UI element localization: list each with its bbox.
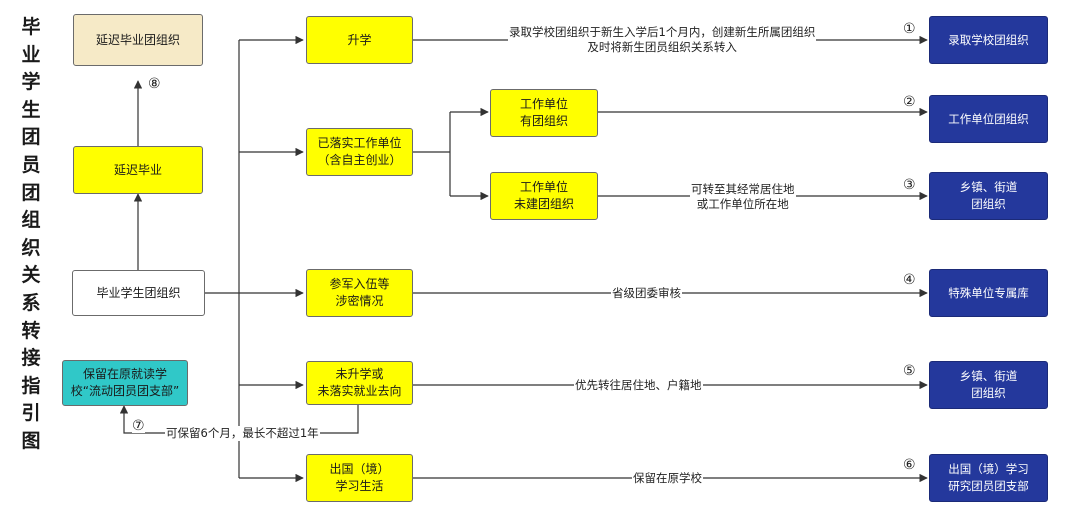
military-box[interactable]: 参军入伍等 涉密情况 [306, 269, 413, 317]
step-number-6: ⑥ [903, 457, 916, 473]
delayed-graduation-org-box[interactable]: 延迟毕业团组织 [73, 14, 203, 66]
step-number-8: ⑧ [148, 76, 161, 92]
no-destination-note: 优先转往居住地、户籍地 [574, 378, 703, 393]
no-destination-box[interactable]: 未升学或 未落实就业去向 [306, 361, 413, 405]
no-org-note: 可转至其经常居住地 或工作单位所在地 [690, 182, 796, 212]
abroad-branch-box[interactable]: 出国（境）学习 研究团员团支部 [929, 454, 1048, 502]
step-number-3: ③ [903, 177, 916, 193]
township-org-box-2[interactable]: 乡镇、街道 团组织 [929, 361, 1048, 409]
employer-org-box[interactable]: 工作单位团组织 [929, 95, 1048, 143]
further-study-box[interactable]: 升学 [306, 16, 413, 64]
further-study-note: 录取学校团组织于新生入学后1个月内，创建新生所属团组织 及时将新生团员组织关系转… [508, 25, 817, 55]
graduate-student-org-box[interactable]: 毕业学生团组织 [72, 270, 205, 316]
retained-mobile-branch-box[interactable]: 保留在原就读学 校“流动团员团支部” [62, 360, 188, 406]
employed-box[interactable]: 已落实工作单位 （含自主创业） [306, 128, 413, 176]
retain-note: 可保留6个月，最长不超过1年 [165, 426, 320, 441]
employer-has-org-box[interactable]: 工作单位 有团组织 [490, 89, 598, 137]
step-number-1: ① [903, 21, 916, 37]
admitting-school-org-box[interactable]: 录取学校团组织 [929, 16, 1048, 64]
page-title: 毕业学生团员团组织关系转接指引图 [21, 16, 41, 452]
step-number-5: ⑤ [903, 363, 916, 379]
step-number-2: ② [903, 94, 916, 110]
step-number-4: ④ [903, 272, 916, 288]
special-unit-db-box[interactable]: 特殊单位专属库 [929, 269, 1048, 317]
abroad-box[interactable]: 出国（境） 学习生活 [306, 454, 413, 502]
township-org-box-1[interactable]: 乡镇、街道 团组织 [929, 172, 1048, 220]
step-number-7: ⑦ [132, 418, 145, 434]
delayed-graduation-box[interactable]: 延迟毕业 [73, 146, 203, 194]
employer-no-org-box[interactable]: 工作单位 未建团组织 [490, 172, 598, 220]
military-note: 省级团委审核 [611, 286, 682, 301]
abroad-note: 保留在原学校 [632, 471, 703, 486]
